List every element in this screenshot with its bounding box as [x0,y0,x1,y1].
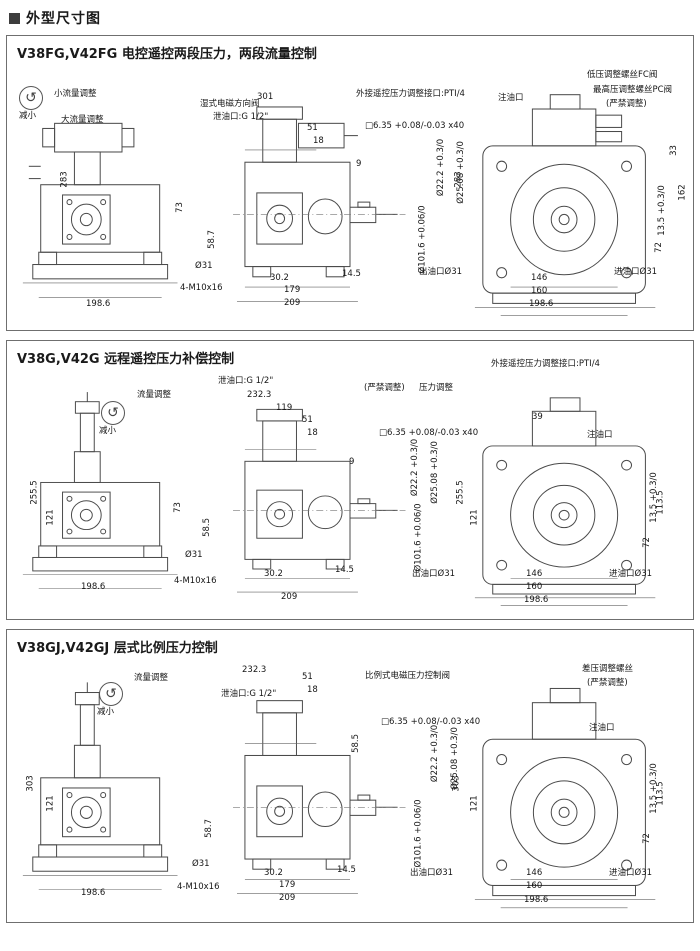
pressure-screws [595,114,623,143]
panel-v38g-v42g: V38G,V42G 远程遥控压力补偿控制 [6,340,694,620]
left-side-view [22,122,178,298]
panel-v38fg-v42fg: V38FG,V42FG 电控遥控两段压力，两段流量控制 [6,35,694,331]
panel-title: V38G,V42G 远程遥控压力补偿控制 [17,352,235,367]
panel-v38gj-v42gj: V38GJ,V42GJ 层式比例压力控制 [6,629,694,923]
drawing-slot [9,369,691,619]
adjuster-stem-top [74,392,100,453]
pump-drawing [22,94,656,316]
panel-title: V38GJ,V42GJ 层式比例压力控制 [17,641,218,656]
front-view [474,397,656,606]
front-view [474,94,656,316]
drawing-slot [9,64,691,330]
center-section-view [233,700,406,894]
left-side-view [22,392,178,589]
panel-title: V38FG,V42FG 电控遥控两段压力，两段流量控制 [17,47,317,62]
page-header: 外型尺寸图 [9,8,695,28]
center-section-view [233,106,406,302]
solenoid-valve-top [28,122,135,180]
adjuster-stem-top [74,682,100,746]
solenoid-block [297,122,358,149]
catalog-page: 外型尺寸图 V38FG,V42FG 电控遥控两段压力，两段流量控制 [6,8,695,923]
front-view [474,687,656,909]
page-title: 外型尺寸图 [26,11,101,27]
pump-drawing [22,392,656,606]
drawing-slot [9,658,691,922]
center-section-view [233,408,406,593]
left-side-view [22,682,178,890]
pump-drawing [22,682,656,909]
square-bullet-icon [9,12,20,24]
